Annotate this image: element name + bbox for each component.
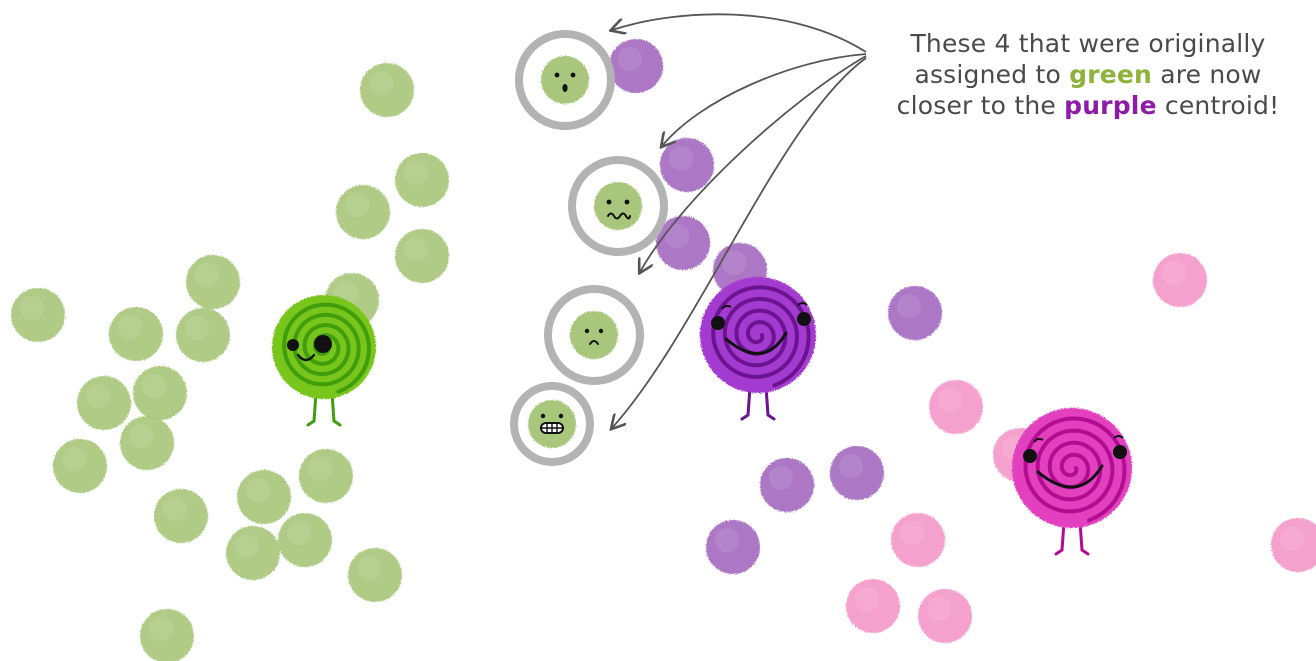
green-point [77,376,131,430]
purple-point [888,286,942,340]
pink-point [891,513,945,567]
green-point [133,366,187,420]
green-centroid [272,295,376,427]
green-point [226,526,280,580]
green-point [278,513,332,567]
purple-point [660,138,714,192]
reassigned-point [568,156,668,256]
pink-point [929,380,983,434]
green-point [186,255,240,309]
green-point [348,548,402,602]
wavy-worried-icon [606,199,631,220]
magenta-centroid [1012,408,1132,556]
green-label: green [1069,60,1153,89]
annotation-arrow [662,53,867,146]
purple-point [830,446,884,500]
pink-point [846,579,900,633]
annotation-arrow [612,13,867,53]
purple-label: purple [1064,91,1157,120]
green-point [336,185,390,239]
purple-point [609,39,663,93]
green-point [140,609,194,661]
green-point [53,439,107,493]
green-point [360,63,414,117]
reassigned-point [544,285,644,385]
grimace-icon [540,413,564,434]
annotation-line-1: These 4 that were originally [910,29,1266,58]
pink-point [918,589,972,643]
centroids [272,277,1132,556]
big-smile-icon [711,302,811,355]
green-point [395,153,449,207]
green-point [120,416,174,470]
reassigned-highlights [510,30,668,466]
annotation-line-2-end: are now [1152,60,1262,89]
surprised-icon [554,72,576,92]
wink-smile-icon [287,335,332,362]
green-point [299,449,353,503]
reassigned-point [510,382,594,466]
annotation-line-3-start: closer to the [896,91,1065,120]
reassigned-point [515,30,615,130]
annotation-text: These 4 that were originally assigned to… [868,28,1308,121]
purple-centroid [700,277,816,421]
annotation-line-3: closer to the purple centroid! [868,90,1308,121]
green-point [395,229,449,283]
green-point [237,470,291,524]
big-smile-icon [1023,435,1127,489]
green-point [11,288,65,342]
green-point [109,307,163,361]
annotation-arrow [640,55,867,272]
pink-point [1271,518,1316,572]
sad-icon [584,328,604,345]
annotation-line-2: assigned to green are now [868,59,1308,90]
annotation-arrow [612,57,867,428]
green-point [176,308,230,362]
annotation-arrows [612,13,867,428]
pink-point [1153,253,1207,307]
purple-point [706,520,760,574]
annotation-line-3-end: centroid! [1156,91,1280,120]
green-point [154,489,208,543]
purple-point [760,458,814,512]
data-points [11,39,1316,661]
annotation-line-2-start: assigned to [914,60,1070,89]
